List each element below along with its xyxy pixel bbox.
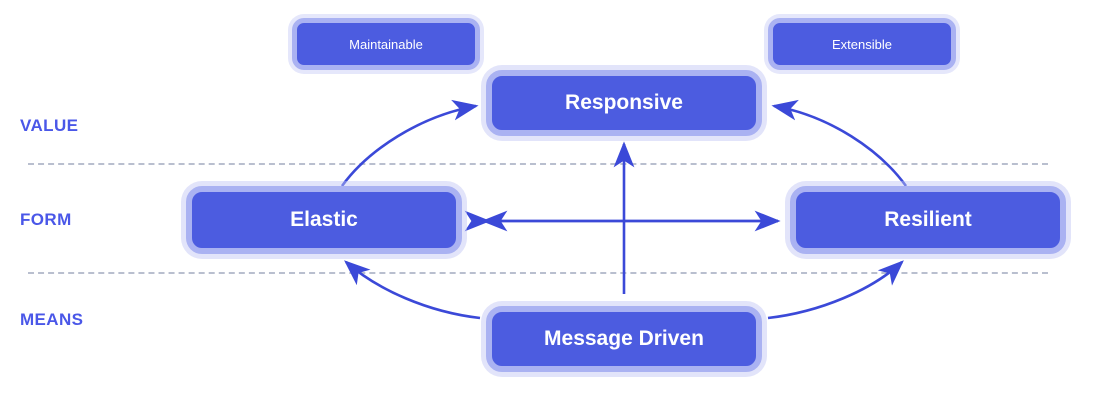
node-message-driven-label: Message Driven (544, 327, 704, 350)
tier-label-form: FORM (20, 210, 72, 229)
arrow-elastic-to-responsive (340, 99, 479, 187)
arrow-message-driven-to-resilient (767, 260, 904, 320)
tier-label-value: VALUE (20, 116, 79, 135)
node-elastic-label: Elastic (290, 208, 358, 231)
arrow-resilient-to-responsive (771, 99, 908, 187)
tier-label-means: MEANS (20, 310, 84, 329)
node-extensible[interactable]: Extensible (768, 18, 956, 70)
node-maintainable[interactable]: Maintainable (292, 18, 480, 70)
tier-divider-value-form (28, 163, 1048, 165)
node-elastic[interactable]: Elastic (186, 186, 462, 254)
tier-divider-form-means (28, 272, 1048, 274)
node-resilient[interactable]: Resilient (790, 186, 1066, 254)
node-responsive-label: Responsive (565, 91, 683, 114)
node-responsive[interactable]: Responsive (486, 70, 762, 136)
node-extensible-label: Extensible (832, 36, 892, 52)
arrow-message-driven-to-elastic (344, 260, 481, 320)
node-message-driven[interactable]: Message Driven (486, 306, 762, 372)
node-resilient-label: Resilient (884, 208, 972, 231)
node-maintainable-label: Maintainable (349, 36, 423, 52)
